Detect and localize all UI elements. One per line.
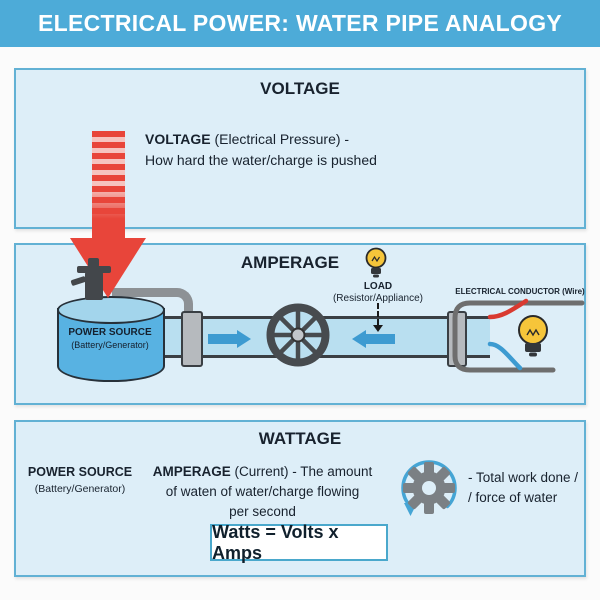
total-work-line1: - Total work done / [468, 470, 579, 485]
load-pointer-dashed-line [377, 303, 379, 325]
tank-label-line2: (Battery/Generator) [71, 340, 149, 350]
work-gear-icon [401, 460, 457, 516]
wattage-power-source-label: POWER SOURCE (Battery/Generator) [20, 464, 140, 498]
header-bar: ELECTRICAL POWER: WATER PIPE ANALOGY [0, 0, 600, 47]
formula-box: Watts = Volts x Amps [210, 521, 388, 563]
pump-handle-icon [77, 266, 111, 273]
amperage-definition-line2: of waten of water/charge flowing [165, 484, 360, 499]
load-label: LOAD [363, 281, 393, 292]
load-pointer-arrowhead-icon [373, 325, 383, 332]
flow-arrow-right-icon [208, 330, 251, 348]
wattage-power-source-line2: (Battery/Generator) [34, 483, 126, 495]
conductor-label: ELECTRICAL CONDUCTOR (Wire) [455, 287, 585, 296]
water-wheel-icon [266, 303, 330, 367]
flow-arrow-head [237, 330, 251, 348]
amperage-definition-line3: per second [229, 504, 296, 519]
total-work-line2: / force of water [468, 490, 558, 505]
voltage-term-rest: (Electrical Pressure) - [214, 131, 350, 147]
voltage-pressure-arrow-shaft-icon [92, 131, 125, 238]
voltage-term: VOLTAGE [145, 131, 211, 147]
wattage-panel-title: WATTAGE [258, 429, 342, 448]
amperage-term: AMPERAGE [152, 464, 231, 479]
conductor-wires-and-bulb-icon [452, 298, 585, 373]
amperage-term-rest: (Current) - The amount [234, 464, 373, 479]
pipe-coupling-left [181, 311, 203, 367]
amperage-panel-title: AMPERAGE [240, 253, 340, 272]
formula-text: Watts = Volts x Amps [212, 521, 339, 563]
page-title: ELECTRICAL POWER: WATER PIPE ANALOGY [37, 10, 563, 36]
flow-arrow-shaft [208, 334, 237, 344]
amperage-definition-line1: AMPERAGE (Current) - The amount [135, 462, 390, 482]
voltage-definition-line1: VOLTAGE (Electrical Pressure) - [145, 129, 415, 150]
power-source-tank-top [57, 296, 165, 324]
voltage-panel-title: VOLTAGE [260, 79, 340, 98]
pump-body-icon [85, 272, 103, 300]
tank-label: POWER SOURCE (Battery/Generator) [59, 326, 161, 352]
wattage-power-source-line1: POWER SOURCE [27, 465, 133, 479]
flow-arrow-shaft [366, 334, 395, 344]
wattage-amperage-definition: AMPERAGE (Current) - The amount of waten… [135, 462, 390, 522]
tank-label-line1: POWER SOURCE [68, 327, 152, 338]
voltage-definition-line2: How hard the water/charge is pushed [145, 152, 377, 168]
load-bulb-icon [365, 247, 387, 278]
voltage-definition: VOLTAGE (Electrical Pressure) - How hard… [145, 129, 415, 171]
flow-arrow-head [352, 330, 366, 348]
pump-knob-icon [88, 258, 99, 267]
total-work-text: - Total work done / / force of water [468, 468, 588, 508]
tank-outlet-pipe [112, 288, 193, 329]
load-sublabel: (Resistor/Appliance) [332, 293, 424, 304]
flow-arrow-left-icon [352, 330, 395, 348]
